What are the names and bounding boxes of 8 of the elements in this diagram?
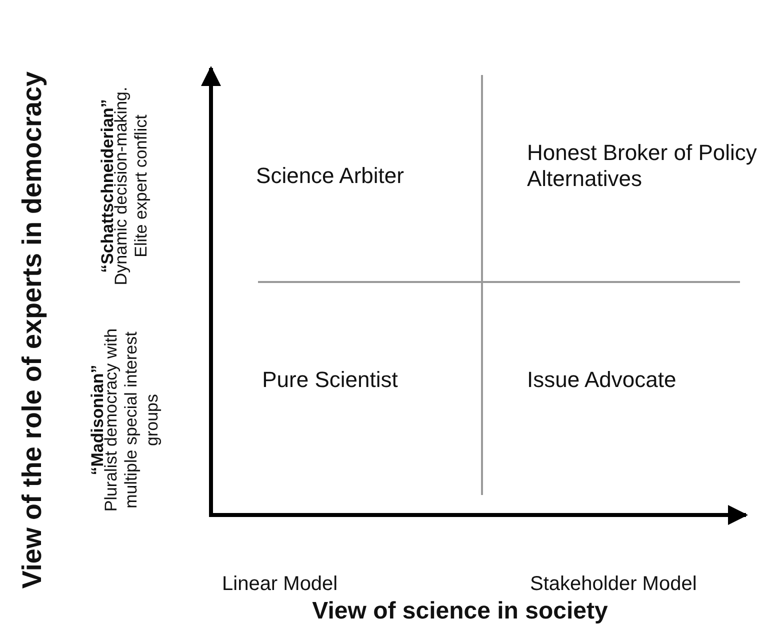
axis-category-label: Stakeholder Model <box>530 572 697 596</box>
axis-title: View of the role of experts in democracy <box>16 70 48 591</box>
axis-category-label: Linear Model <box>222 572 338 596</box>
axis-title: View of science in society <box>312 598 608 626</box>
quadrant-label: Honest Broker of Policy Alternatives <box>527 140 758 193</box>
quadrant-label: Science Arbiter <box>256 162 404 190</box>
quadrant-label: Pure Scientist <box>262 366 398 394</box>
quadrant-label: Issue Advocate <box>527 367 676 394</box>
